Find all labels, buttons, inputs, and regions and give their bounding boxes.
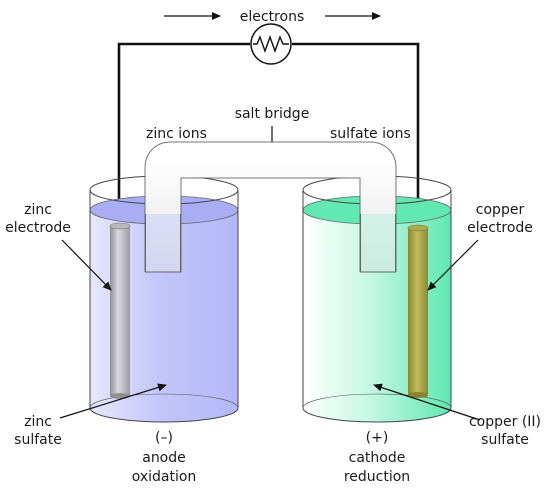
zinc-sulfate-label-line2: sulfate <box>14 432 62 448</box>
copper-sulfate-label-line2: sulfate <box>481 432 529 448</box>
resistor-icon <box>250 23 292 65</box>
copper-sulfate-callout: copper (II) sulfate <box>373 383 541 448</box>
cathode-label: cathode <box>349 450 406 466</box>
zinc-sulfate-pointer <box>59 383 167 419</box>
zinc-electrode-pointer <box>61 239 112 291</box>
zinc-ions-label: zinc ions <box>146 126 207 142</box>
cathode-sign: (+) <box>366 430 389 446</box>
zinc-rod <box>110 226 130 396</box>
cathode-caption: (+) cathode reduction <box>344 430 410 485</box>
copper-rod <box>408 228 428 395</box>
salt-bridge-label: salt bridge <box>235 106 310 122</box>
zinc-electrode-label-line2: electrode <box>5 220 71 236</box>
zinc-sulfate-label-line1: zinc <box>24 414 52 430</box>
wire-right <box>292 42 420 228</box>
electron-flow: electrons <box>164 9 381 25</box>
zinc-electrode <box>109 222 131 399</box>
electrons-label: electrons <box>240 9 304 25</box>
copper-sulfate-label-line1: copper (II) <box>469 414 541 430</box>
resistor-zigzag <box>253 34 289 54</box>
external-circuit <box>117 23 420 228</box>
copper-electrode <box>407 224 429 398</box>
wire-left <box>117 42 250 226</box>
salt-bridge-tube <box>144 141 397 273</box>
copper-electrode-label-line2: electrode <box>467 220 533 236</box>
anode-label: anode <box>142 450 186 466</box>
copper-electrode-pointer <box>427 239 479 291</box>
anode-sign: (–) <box>155 430 173 446</box>
reduction-label: reduction <box>344 469 410 485</box>
copper-electrode-label-line1: copper <box>476 202 525 218</box>
anode-caption: (–) anode oxidation <box>132 430 197 485</box>
zinc-electrode-callout: zinc electrode <box>5 202 112 291</box>
zinc-electrode-label-line1: zinc <box>24 202 52 218</box>
copper-sulfate-pointer <box>373 383 481 421</box>
zinc-sulfate-callout: zinc sulfate <box>14 383 167 448</box>
oxidation-label: oxidation <box>132 469 197 485</box>
sulfate-ions-label: sulfate ions <box>330 126 411 142</box>
copper-electrode-callout: copper electrode <box>427 202 533 291</box>
